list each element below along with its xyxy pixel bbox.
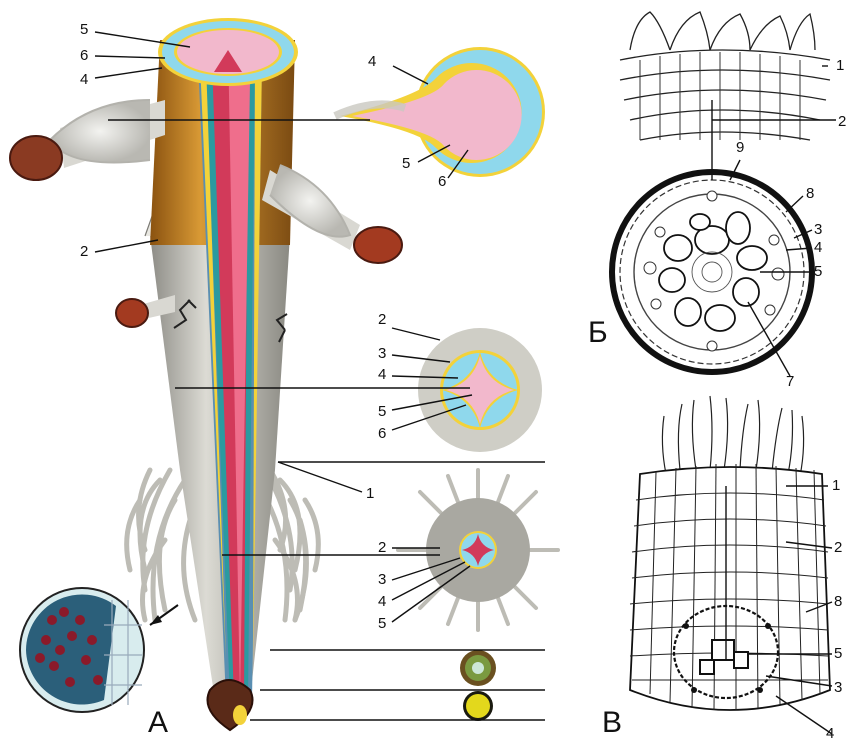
panel-letter-a: А <box>148 708 168 738</box>
label-v-1: 1 <box>832 478 840 493</box>
cross-section-drawing <box>600 0 854 390</box>
label-small-3: 3 <box>378 572 386 587</box>
cell-drawing <box>600 390 854 748</box>
epidermis-cells <box>640 52 800 140</box>
label-circ-6: 6 <box>378 426 386 441</box>
label-v-2: 2 <box>834 540 842 555</box>
bulb-cross-section <box>335 47 545 177</box>
panel-v-cell-drawing: 1 2 8 5 3 4 В <box>600 390 854 748</box>
label-small-2: 2 <box>378 540 386 555</box>
panel-letter-v: В <box>602 708 622 738</box>
label-b-8: 8 <box>806 186 814 201</box>
label-bulb-6: 6 <box>438 174 446 189</box>
label-v-8: 8 <box>834 594 842 609</box>
label-top-6: 6 <box>80 48 88 63</box>
label-b-5: 5 <box>814 264 822 279</box>
label-top-4: 4 <box>80 72 88 87</box>
label-circ-4: 4 <box>378 367 386 382</box>
label-b-4: 4 <box>814 240 822 255</box>
label-v-3: 3 <box>834 680 842 695</box>
circle-cross-section <box>418 328 542 452</box>
label-b-1: 1 <box>836 58 844 73</box>
root-illustration <box>0 0 600 748</box>
label-b-7: 7 <box>786 374 794 389</box>
panel-b-cross-section: 1 2 9 8 3 4 5 7 Б <box>600 0 854 390</box>
label-v-5: 5 <box>834 646 842 661</box>
label-b-9: 9 <box>736 140 744 155</box>
root-cap <box>208 680 253 730</box>
label-circ-5: 5 <box>378 404 386 419</box>
label-side-2: 2 <box>80 244 88 259</box>
label-circ-3: 3 <box>378 346 386 361</box>
label-bulb-4: 4 <box>368 54 376 69</box>
label-b-3: 3 <box>814 222 822 237</box>
label-b-2: 2 <box>838 114 846 129</box>
label-bulb-5: 5 <box>402 156 410 171</box>
epidermis-layer <box>620 12 830 140</box>
label-small-4: 4 <box>378 594 386 609</box>
label-hair-1: 1 <box>366 486 374 501</box>
label-top-5: 5 <box>80 22 88 37</box>
hairy-cross-section <box>398 470 558 630</box>
lateral-root-left <box>10 100 165 180</box>
panel-a-root-illustration: 5 6 4 4 5 6 2 2 3 4 5 6 1 2 3 4 5 А <box>0 0 600 748</box>
tip-cross-section-lower <box>463 691 493 721</box>
label-v-4: 4 <box>826 726 834 741</box>
root-hairs <box>662 396 803 476</box>
label-small-5: 5 <box>378 616 386 631</box>
tissue-outline <box>630 467 830 710</box>
label-circ-2: 2 <box>378 312 386 327</box>
tip-cross-section-upper <box>460 650 496 686</box>
panel-letter-b: Б <box>588 318 608 348</box>
